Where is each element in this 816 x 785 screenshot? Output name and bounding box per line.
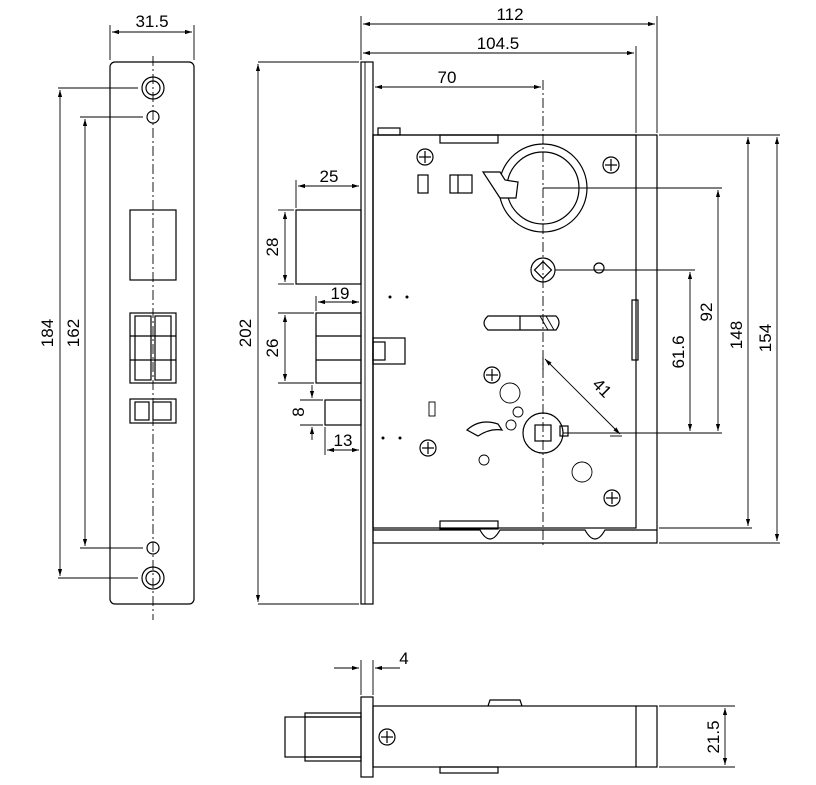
latch-bolt — [295, 209, 362, 285]
trigger-bolt — [324, 399, 362, 426]
deadbolt — [315, 312, 362, 384]
dim-faceplate-height: 184 — [38, 319, 57, 347]
lock-body-view — [295, 61, 658, 605]
dim-case-height-with-plate: 202 — [236, 319, 255, 347]
dim-case-height-total: 154 — [756, 324, 775, 352]
dim-trigger-height: 8 — [289, 407, 308, 416]
bottom-case — [372, 705, 658, 768]
dim-cylinder-to-handle: 92 — [697, 303, 716, 322]
dim-deadbolt-height: 26 — [263, 339, 282, 358]
faceplate-view: 31.5 184 162 — [38, 12, 195, 620]
bottom-view: 4 21.5 — [284, 649, 735, 778]
faceplate-trigger-opening — [129, 398, 177, 424]
dim-latch-height: 28 — [263, 238, 282, 257]
faceplate-latch-opening — [129, 209, 177, 281]
dim-case-length: 104.5 — [477, 34, 520, 53]
bottom-screw-icon — [378, 728, 396, 746]
faceplate-deadbolt-opening — [129, 312, 177, 384]
dim-trigger-projection: 13 — [334, 431, 353, 450]
screw-top-left-icon — [416, 148, 434, 166]
faceplate-outline — [109, 61, 195, 605]
screw-bottom-right-icon — [603, 489, 621, 507]
faceplate-top-screw-icon — [141, 76, 165, 100]
dim-center-spacing: 61.6 — [669, 335, 688, 368]
dim-deadbolt-projection: 19 — [331, 284, 350, 303]
dim-case-thickness: 21.5 — [704, 720, 723, 753]
dim-screw-spacing: 162 — [64, 319, 83, 347]
dim-hub-distance: 41 — [588, 375, 615, 402]
screw-top-right-icon — [602, 156, 620, 174]
dim-overall-length: 112 — [496, 5, 523, 24]
dim-latch-projection: 25 — [320, 167, 339, 186]
screw-bottom-left-icon — [419, 439, 437, 457]
main-dimensions: 112 104.5 70 202 25 28 19 26 — [236, 5, 780, 605]
dim-case-height: 148 — [727, 321, 746, 349]
dim-backset: 70 — [438, 68, 457, 87]
dim-faceplate-thickness: 4 — [399, 649, 408, 668]
screw-mid-left-icon — [483, 366, 501, 384]
side-faceplate — [360, 61, 374, 605]
bottom-faceplate — [360, 696, 374, 778]
faceplate-bottom-screw-icon — [141, 566, 165, 590]
dim-faceplate-width: 31.5 — [135, 12, 168, 31]
